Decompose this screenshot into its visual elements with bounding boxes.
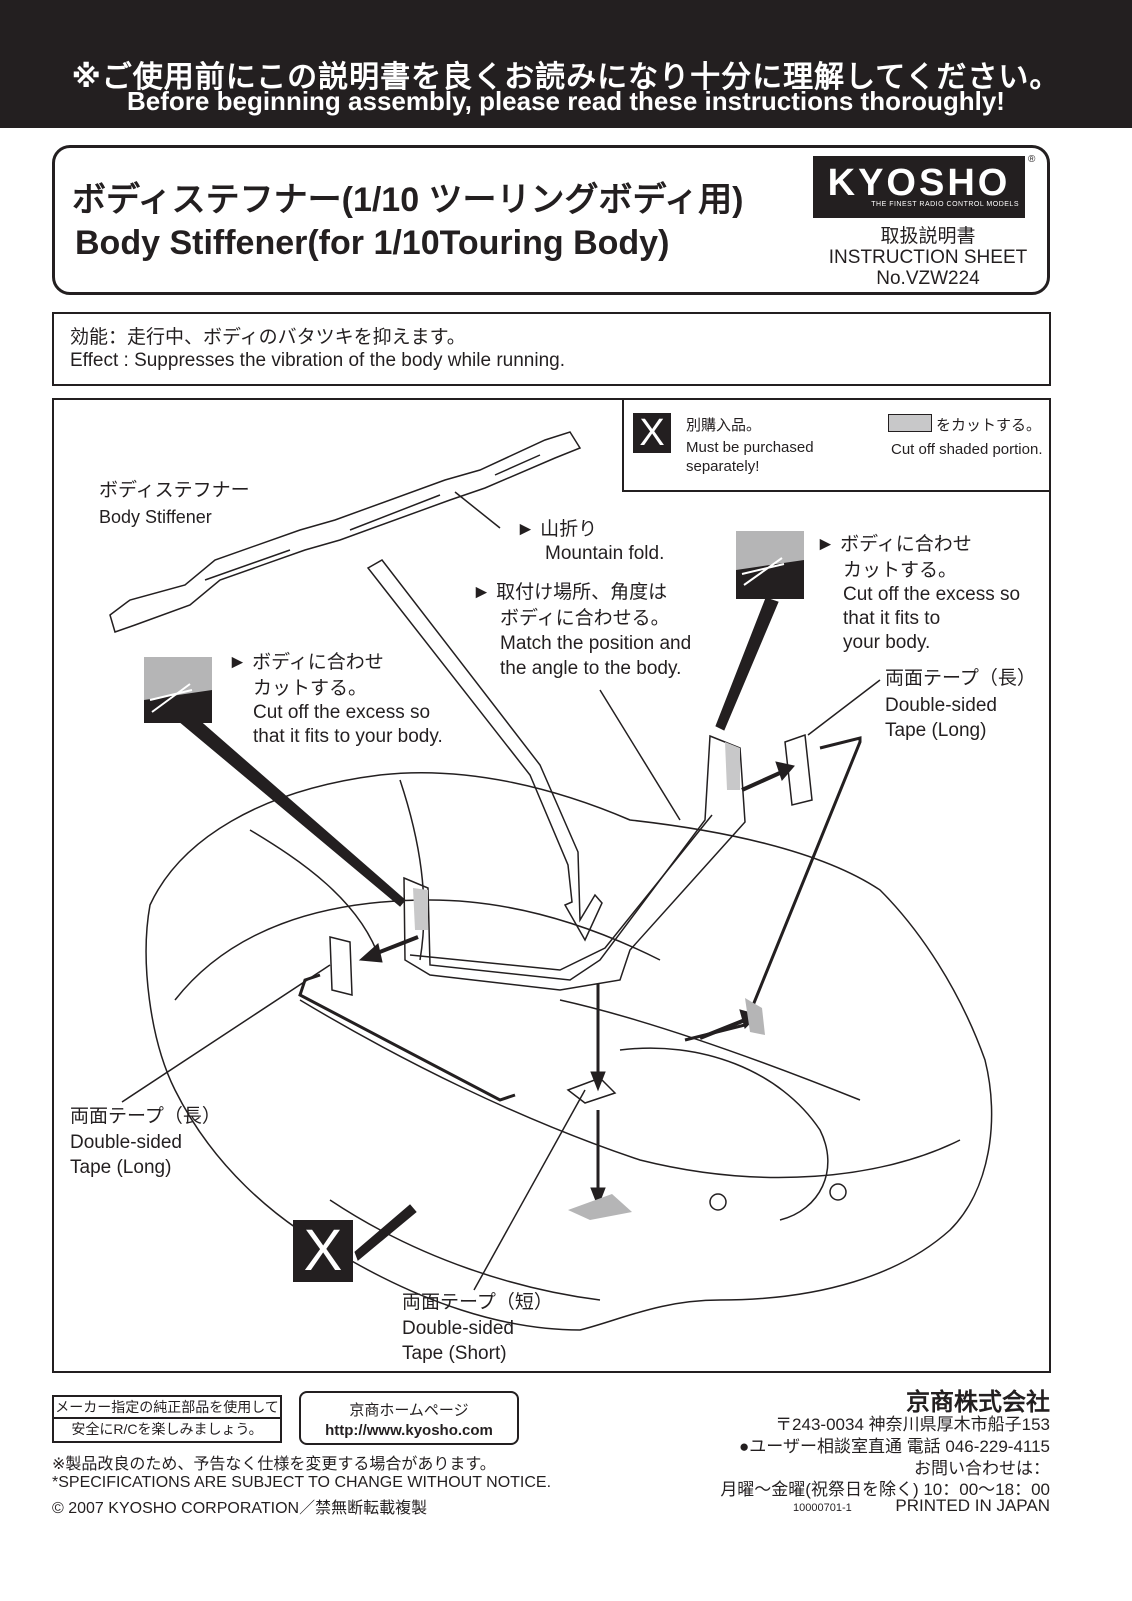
label-cut-right-en-1: Cut off the excess so — [843, 584, 1021, 605]
inquiry-label: お問い合わせは： — [914, 1459, 1050, 1478]
sheet-number: No.VZW224 — [876, 268, 980, 289]
legend-purchase-en-1: Must be purchased — [686, 439, 814, 456]
label-match-en-1: Match the position and — [500, 633, 692, 654]
label-cut-right-en-2: that it fits to — [843, 608, 941, 629]
homepage-title: 京商ホームページ — [349, 1402, 469, 1419]
tape-short — [566, 1077, 617, 1104]
printed-in: PRINTED IN JAPAN — [895, 1496, 1050, 1515]
label-tape-short-en-2: Tape (Short) — [402, 1343, 507, 1364]
label-tape-long-left-en-2: Tape (Long) — [70, 1157, 172, 1178]
label-mountain-en: Mountain fold. — [545, 543, 665, 564]
scissors-icon-left — [144, 657, 212, 723]
genuine-parts-note-1: メーカー指定の純正部品を使用して — [52, 1395, 282, 1419]
homepage-box: 京商ホームページ http://www.kyosho.com — [299, 1391, 519, 1445]
label-cut-left-jp-2: カットする。 — [253, 678, 368, 699]
legend-purchase-jp: 別購入品。 — [686, 417, 762, 434]
effect-box — [52, 312, 1051, 386]
diagram-box — [52, 398, 1051, 1373]
title-box — [52, 145, 1050, 295]
car-body-outline — [145, 772, 993, 1331]
legend-box — [622, 398, 1051, 492]
header-banner: ※ご使用前にこの説明書を良くお読みになり十分に理解してください。 Before … — [0, 0, 1132, 128]
placement-arrow — [366, 559, 603, 942]
legend-cut-en: Cut off shaded portion. — [891, 441, 1043, 458]
logo-tagline: THE FINEST RADIO CONTROL MODELS — [871, 201, 1019, 208]
registered-mark: ® — [1028, 154, 1036, 165]
car-body-lower-line — [299, 999, 961, 1179]
instruction-sheet-info: 取扱説明書 INSTRUCTION SHEET No.VZW224 — [812, 226, 1044, 289]
label-tape-short-en-1: Double-sided — [402, 1318, 514, 1339]
label-cut-left-en-2: that it fits to your body. — [253, 726, 443, 747]
document-code: 10000701-1 — [793, 1502, 852, 1514]
effect-jp: 効能：走行中、ボディのバタツキを抑えます。 — [70, 327, 466, 348]
genuine-parts-note-2: 安全にR/Cを楽しみましょう。 — [52, 1419, 282, 1443]
label-match-jp-1: ► 取付け場所、角度は — [472, 582, 668, 603]
label-tape-short-jp: 両面テープ（短） — [402, 1292, 553, 1313]
label-match-jp-2: ボディに合わせる。 — [500, 608, 670, 629]
label-stiffener-en: Body Stiffener — [99, 507, 212, 527]
label-tape-long-left-en-1: Double-sided — [70, 1132, 182, 1153]
label-match-en-2: the angle to the body. — [500, 658, 682, 679]
kyosho-logo: KYOSHO THE FINEST RADIO CONTROL MODELS — [813, 156, 1025, 218]
shaded-portion-swatch — [888, 414, 932, 432]
company-address: 〒243-0034 神奈川県厚木市船子153 — [775, 1415, 1050, 1434]
label-cut-right-en-3: your body. — [843, 632, 931, 653]
sheet-jp: 取扱説明書 — [880, 226, 976, 247]
sheet-en: INSTRUCTION SHEET — [828, 247, 1028, 268]
support-phone: ●ユーザー相談室直通 電話 046-229-4115 — [739, 1437, 1050, 1456]
product-title-en: Body Stiffener(for 1/10Touring Body) — [75, 224, 670, 262]
purchase-separately-icon: X — [633, 413, 671, 453]
product-title-jp: ボディステフナー(1/10 ツーリングボディ用) — [72, 181, 744, 219]
label-tape-long-right-en-1: Double-sided — [885, 695, 997, 716]
label-tape-long-left-jp: 両面テープ（長） — [70, 1106, 221, 1127]
label-cut-right-jp-2: カットする。 — [843, 560, 958, 581]
label-mountain-jp: ► 山折り — [516, 519, 598, 540]
tape-long-left — [329, 936, 353, 996]
label-tape-long-right-en-2: Tape (Long) — [885, 720, 987, 741]
tape-long-right — [784, 733, 813, 806]
notice-jp: ※ご使用前にこの説明書を良くお読みになり十分に理解してください。 — [71, 61, 1061, 94]
label-stiffener-jp: ボディステフナー — [99, 480, 250, 501]
copyright: © 2007 KYOSHO CORPORATION／禁無断転載複製 — [52, 1500, 428, 1517]
homepage-url[interactable]: http://www.kyosho.com — [325, 1422, 493, 1439]
purchase-separately-icon-body: X — [293, 1220, 353, 1282]
support-hours: 月曜～金曜(祝祭日を除く) 10：00～18：00 — [720, 1480, 1050, 1499]
label-cut-left-jp-1: ► ボディに合わせ — [228, 652, 384, 673]
car-body-inner-line — [174, 899, 661, 1001]
scissors-icon-right — [736, 531, 804, 599]
effect-en: Effect : Suppresses the vibration of the… — [70, 350, 566, 371]
company-name: 京商株式会社 — [906, 1389, 1050, 1416]
legend-cut-jp: をカットする。 — [936, 417, 1042, 434]
legend-purchase-en-2: separately! — [686, 458, 760, 475]
spec-change-jp: ※製品改良のため、予告なく仕様を変更する場合があります。 — [52, 1456, 496, 1473]
body-stiffener-part — [109, 431, 582, 633]
label-tape-long-right-jp: 両面テープ（長） — [885, 668, 1036, 689]
label-cut-left-en-1: Cut off the excess so — [253, 702, 431, 723]
label-cut-right-jp-1: ► ボディに合わせ — [816, 534, 972, 555]
notice-en: Before beginning assembly, please read t… — [127, 86, 1005, 116]
logo-name: KYOSHO — [827, 162, 1011, 204]
spec-change-en: *SPECIFICATIONS ARE SUBJECT TO CHANGE WI… — [52, 1474, 552, 1491]
